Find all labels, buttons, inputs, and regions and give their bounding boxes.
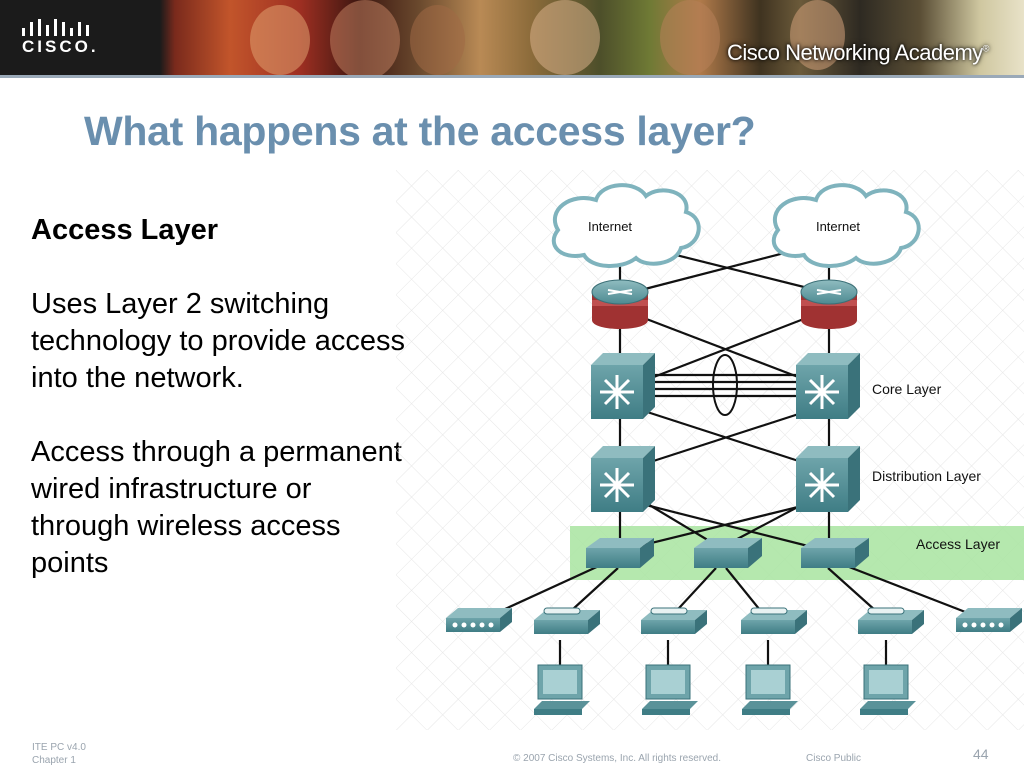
access-switch-right-icon bbox=[801, 538, 869, 568]
access-switch-middle-icon bbox=[694, 538, 762, 568]
header-banner bbox=[0, 0, 1024, 77]
distribution-switch-left-icon bbox=[591, 446, 655, 512]
footer-classification: Cisco Public bbox=[806, 753, 862, 764]
academy-name: Cisco Networking Academy bbox=[727, 40, 983, 65]
slide-body: Access Layer Uses Layer 2 switching tech… bbox=[31, 212, 411, 619]
footer-course: ITE PC v4.0 bbox=[32, 742, 86, 753]
internet-cloud-right: Internet bbox=[771, 183, 921, 268]
wireless-access-point-left-icon bbox=[446, 608, 512, 632]
pc-3-icon bbox=[742, 664, 798, 715]
access-layer-label: Access Layer bbox=[916, 536, 1000, 552]
core-switch-right-icon bbox=[796, 353, 860, 419]
pc-2-icon bbox=[642, 664, 698, 715]
diagram-grid-background bbox=[396, 170, 1024, 730]
section-heading: Access Layer bbox=[31, 214, 219, 246]
distribution-layer-label: Distribution Layer bbox=[872, 468, 981, 484]
pc-4-icon bbox=[860, 664, 916, 715]
ip-phone-1-icon bbox=[534, 607, 600, 634]
distribution-switch-right-icon bbox=[796, 446, 860, 512]
pc-1-icon bbox=[534, 664, 590, 715]
banner-divider bbox=[0, 75, 1024, 78]
academy-brand: Cisco Networking Academy® bbox=[727, 40, 989, 66]
trademark-symbol: ® bbox=[982, 43, 990, 54]
access-switch-left-icon bbox=[586, 538, 654, 568]
slide-title: What happens at the access layer? bbox=[84, 108, 756, 154]
footer-chapter: Chapter 1 bbox=[32, 755, 76, 766]
paragraph-switching: Uses Layer 2 switching technology to pro… bbox=[31, 288, 405, 394]
router-icon-right bbox=[800, 279, 858, 329]
ip-phone-4-icon bbox=[858, 607, 924, 634]
paragraph-access: Access through a permanent wired infrast… bbox=[31, 436, 402, 579]
footer-copyright: © 2007 Cisco Systems, Inc. All rights re… bbox=[513, 753, 722, 764]
network-diagram: Internet Internet bbox=[396, 170, 1024, 730]
core-layer-label: Core Layer bbox=[872, 381, 942, 397]
cisco-bridge-icon bbox=[22, 19, 89, 36]
cisco-logo-text: CISCO. bbox=[22, 37, 99, 56]
internet-label-left: Internet bbox=[588, 219, 632, 234]
footer-course-info: ITE PC v4.0 Chapter 1 bbox=[32, 741, 86, 767]
router-icon-left bbox=[591, 279, 649, 329]
core-switch-left-icon bbox=[591, 353, 655, 419]
wireless-access-point-right-icon bbox=[956, 608, 1022, 632]
internet-label-right: Internet bbox=[816, 219, 860, 234]
page-number: 44 bbox=[973, 746, 989, 762]
internet-cloud-left: Internet bbox=[551, 183, 701, 268]
ip-phone-2-icon bbox=[641, 607, 707, 634]
ip-phone-3-icon bbox=[741, 607, 807, 634]
